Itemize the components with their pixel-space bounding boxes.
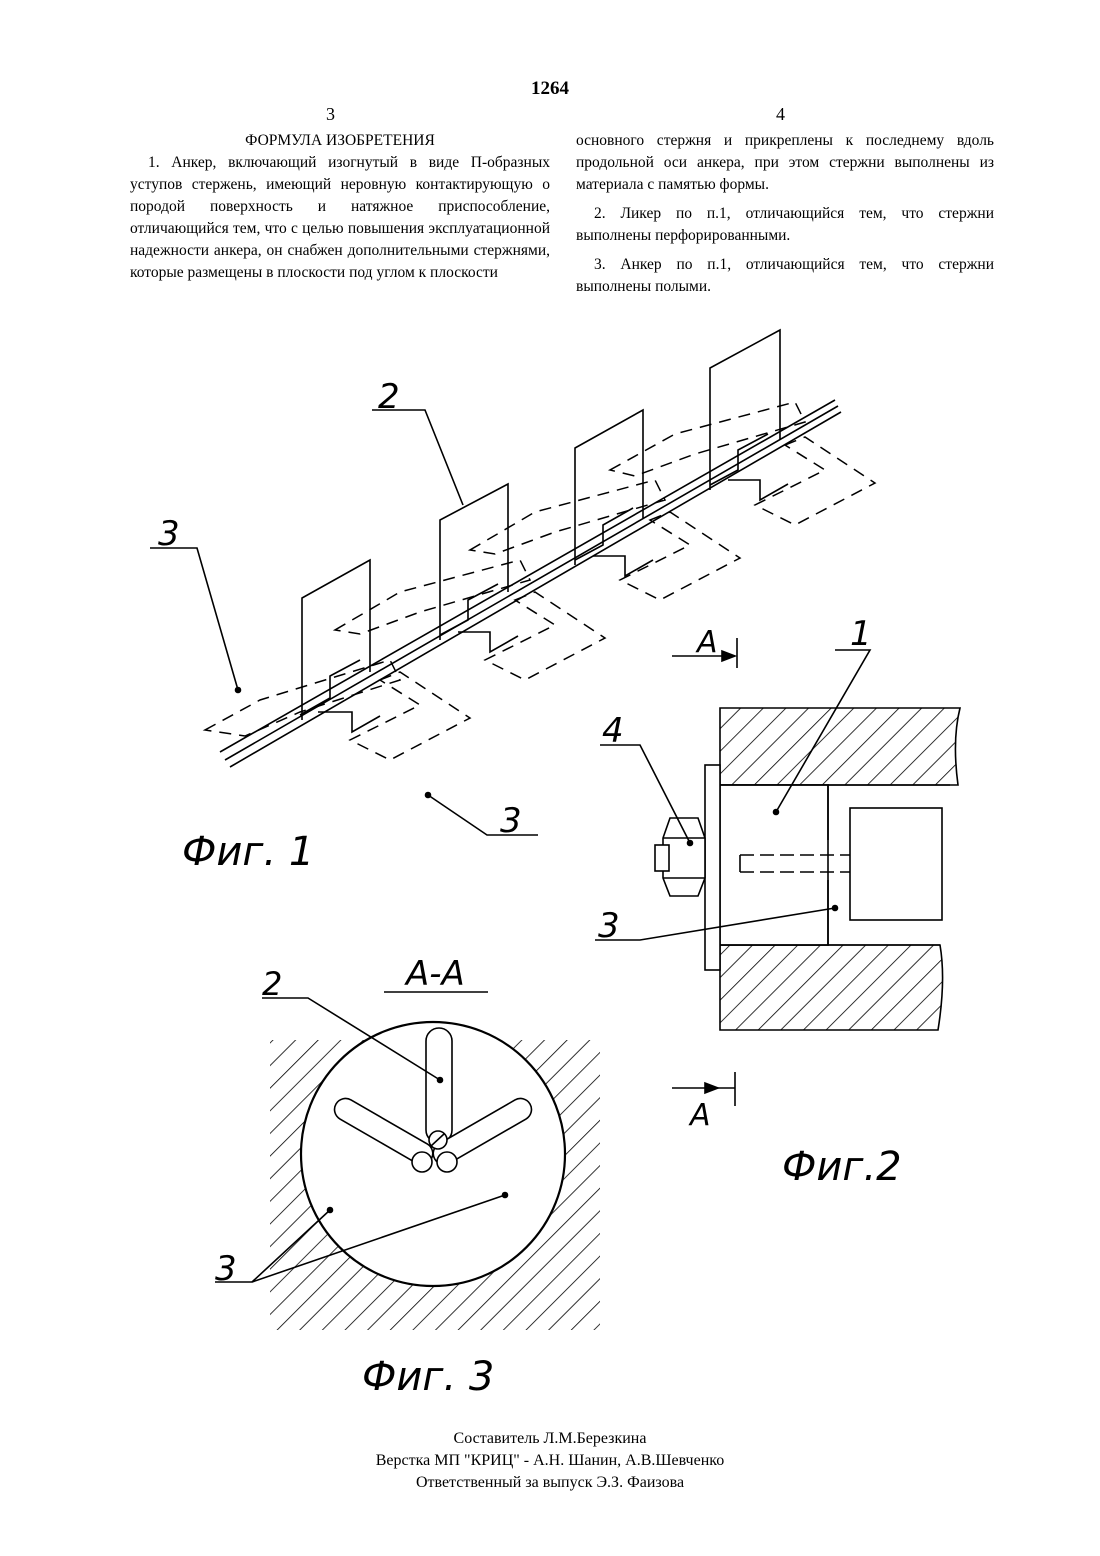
figure-2 xyxy=(595,638,960,1106)
fig3-caption: Фиг. 3 xyxy=(362,1354,494,1400)
fig3-label-rod: 2 xyxy=(262,965,282,1003)
fig2-label-nut: 4 xyxy=(602,711,624,751)
fig3-label-extra: 3 xyxy=(215,1249,237,1289)
fig2-label-body: 1 xyxy=(850,614,872,654)
figure-1-extra-rods xyxy=(205,402,875,760)
footer: Составитель Л.М.Березкина Верстка МП "КР… xyxy=(0,1428,1100,1494)
fig1-label-extra-bottom: 3 xyxy=(500,801,522,841)
footer-layout: Верстка МП "КРИЦ" - А.Н. Шанин, А.В.Шевч… xyxy=(0,1450,1100,1472)
footer-responsible: Ответственный за выпуск Э.З. Фаизова xyxy=(0,1472,1100,1494)
fig3-title: А-А xyxy=(404,954,465,994)
figure-3 xyxy=(215,998,600,1330)
figure-1 xyxy=(220,330,841,767)
fig2-section-bottom: A xyxy=(688,1098,711,1133)
fig2-caption: Фиг.2 xyxy=(782,1144,902,1190)
footer-compiler: Составитель Л.М.Березкина xyxy=(0,1428,1100,1450)
fig1-caption: Фиг. 1 xyxy=(182,829,314,875)
fig1-label-rod: 2 xyxy=(378,377,400,417)
fig2-label-rod: 3 xyxy=(598,906,620,946)
fig1-label-extra-left: 3 xyxy=(158,514,180,554)
fig2-section-top: A xyxy=(695,625,718,660)
